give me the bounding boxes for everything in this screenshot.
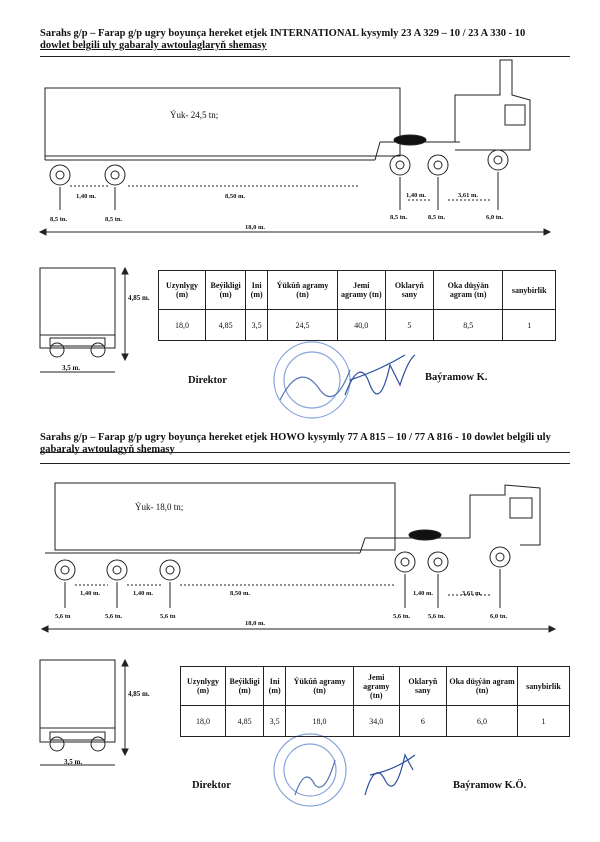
doc1-height-label: 4,85 m.	[128, 294, 150, 302]
doc2-val-axle-load: 6,0	[446, 705, 518, 737]
doc2-title-rule-1	[40, 452, 570, 453]
doc1-load-4: 8,5 tn.	[428, 214, 446, 221]
doc2-spec-value-row: 18,0 4,85 3,5 18,0 34,0 6 6,0 1	[179, 705, 571, 737]
doc2-val-axles: 6	[398, 705, 448, 737]
doc1-title-line1: Sarahs g/p – Farap g/p ugry boyunça here…	[40, 28, 526, 39]
doc2-val-total-weight: 34,0	[353, 705, 400, 737]
doc1-title-line2: dowlet belgili uly gabaraly awtoulaglary…	[40, 40, 267, 51]
doc1-dim-4: 3,61 m.	[458, 192, 479, 199]
doc1-col-units: sanybirlik	[502, 270, 556, 310]
doc1-load-3: 8,5 tn.	[390, 214, 408, 221]
doc2-title-line2: gabaraly awtoulagyň shemasy	[40, 444, 175, 455]
doc2-val-width: 3,5	[263, 705, 287, 737]
doc1-truck-rear-view	[39, 266, 129, 373]
doc2-col-height: Beýikligi (m)	[225, 666, 265, 706]
doc1-width-label: 3,5 m.	[62, 364, 81, 372]
doc1-dim-2: 8,50 m.	[225, 193, 246, 200]
doc1-col-length: Uzynlygy (m)	[157, 270, 207, 310]
doc2-load-5: 5,6 tn.	[428, 613, 446, 620]
doc2-col-width: Ini (m)	[263, 666, 287, 706]
doc2-val-cargo-weight: 18,0	[285, 705, 355, 737]
doc1-col-total-weight: Jemi agramy (tn)	[336, 270, 386, 310]
doc1-spec-table: Uzynlygy (m) Beýikligi (m) Ini (m) Ýükûň…	[157, 270, 556, 341]
doc1-val-total-weight: 40,0	[336, 309, 386, 341]
doc2-stamp	[273, 733, 347, 807]
doc2-col-total-weight: Jemi agramy (tn)	[353, 666, 400, 706]
doc2-truck-rear-view	[39, 658, 129, 766]
doc1-load-2: 8,5 tn.	[105, 216, 123, 223]
doc1-val-width: 3,5	[245, 309, 269, 341]
doc1-col-axle-load: Oka düşýän agram (tn)	[432, 270, 504, 310]
doc2-load-4: 5,6 tn.	[393, 613, 411, 620]
doc2-signature	[364, 753, 416, 796]
doc1-spec-value-row: 18,0 4,85 3,5 24,5 40,0 5 8,5 1	[157, 309, 556, 341]
doc2-col-axle-load: Oka düşýän agram (tn)	[446, 666, 518, 706]
doc2-load-2: 5,6 tn.	[105, 613, 123, 620]
doc1-dim-1: 1,40 m.	[76, 193, 97, 200]
doc2-val-length: 18,0	[179, 705, 227, 737]
doc1-val-length: 18,0	[157, 309, 207, 341]
doc1-signatory-name: Baýramow K.	[425, 372, 488, 383]
doc2-dim-3: 8,50 m.	[230, 590, 251, 597]
doc1-val-axles: 5	[384, 309, 434, 341]
doc1-col-cargo-weight: Ýükûň agramy (tn)	[267, 270, 338, 310]
doc1-stamp	[273, 341, 351, 419]
doc2-truck-side-view	[40, 482, 557, 633]
doc1-dim-3: 1,40 m.	[406, 192, 427, 199]
doc2-val-height: 4,85	[225, 705, 265, 737]
doc1-title: Sarahs g/p – Farap g/p ugry boyunça here…	[40, 28, 570, 52]
doc1-col-height: Beýikligi (m)	[205, 270, 247, 310]
doc2-dim-4: 1,40 m.	[413, 590, 434, 597]
doc1-cargo-label: Ýuk- 24,5 tn;	[170, 110, 219, 120]
doc2-height-label: 4,85 m.	[128, 690, 150, 698]
doc2-spec-header-row: Uzynlygy (m) Beýikligi (m) Ini (m) Ýükûň…	[179, 666, 571, 706]
doc2-dim-5: 3,61 m.	[462, 590, 483, 597]
doc2-col-length: Uzynlygy (m)	[179, 666, 227, 706]
doc2-load-6: 6,0 tn.	[490, 613, 508, 620]
doc2-dim-2: 1,40 m.	[133, 590, 154, 597]
doc2-col-cargo-weight: Ýükûň agramy (tn)	[285, 666, 355, 706]
doc1-col-width: Ini (m)	[245, 270, 269, 310]
doc2-cargo-label: Ýuk- 18,0 tn;	[135, 502, 184, 512]
doc1-val-cargo-weight: 24,5	[267, 309, 338, 341]
doc2-dim-total: 18,0 m.	[245, 620, 266, 627]
doc1-val-units: 1	[502, 309, 556, 341]
doc1-spec-header-row: Uzynlygy (m) Beýikligi (m) Ini (m) Ýükûň…	[157, 270, 556, 310]
doc1-load-1: 8,5 tn.	[50, 216, 68, 223]
doc1-dim-total: 18,0 m.	[245, 224, 266, 231]
doc2-title-rule-2	[40, 463, 570, 464]
doc2-title: Sarahs g/p – Farap g/p ugry boyunça here…	[40, 432, 570, 456]
doc2-director-label: Direktor	[192, 780, 231, 791]
doc2-width-label: 3,5 m.	[64, 758, 83, 766]
doc1-col-axles: Oklaryň sany	[384, 270, 434, 310]
doc1-signature	[344, 354, 416, 396]
doc2-load-1: 5,6 tn	[55, 613, 71, 620]
doc2-dim-1: 1,40 m.	[80, 590, 101, 597]
doc1-val-axle-load: 8,5	[432, 309, 504, 341]
doc2-title-line1: Sarahs g/p – Farap g/p ugry boyunça here…	[40, 432, 551, 443]
doc1-load-5: 6,0 tn.	[486, 214, 504, 221]
doc1-val-height: 4,85	[205, 309, 247, 341]
doc2-load-3: 5,6 tn	[160, 613, 176, 620]
doc1-director-label: Direktor	[188, 375, 227, 386]
doc1-truck-side-view	[38, 59, 552, 236]
doc2-signatory-name: Baýramow K.Ö.	[453, 780, 527, 791]
doc2-spec-table: Uzynlygy (m) Beýikligi (m) Ini (m) Ýükûň…	[179, 666, 571, 737]
doc2-col-units: sanybirlik	[516, 666, 571, 706]
doc1-title-rule	[40, 56, 570, 57]
doc2-val-units: 1	[516, 705, 571, 737]
doc2-col-axles: Oklaryň sany	[398, 666, 448, 706]
